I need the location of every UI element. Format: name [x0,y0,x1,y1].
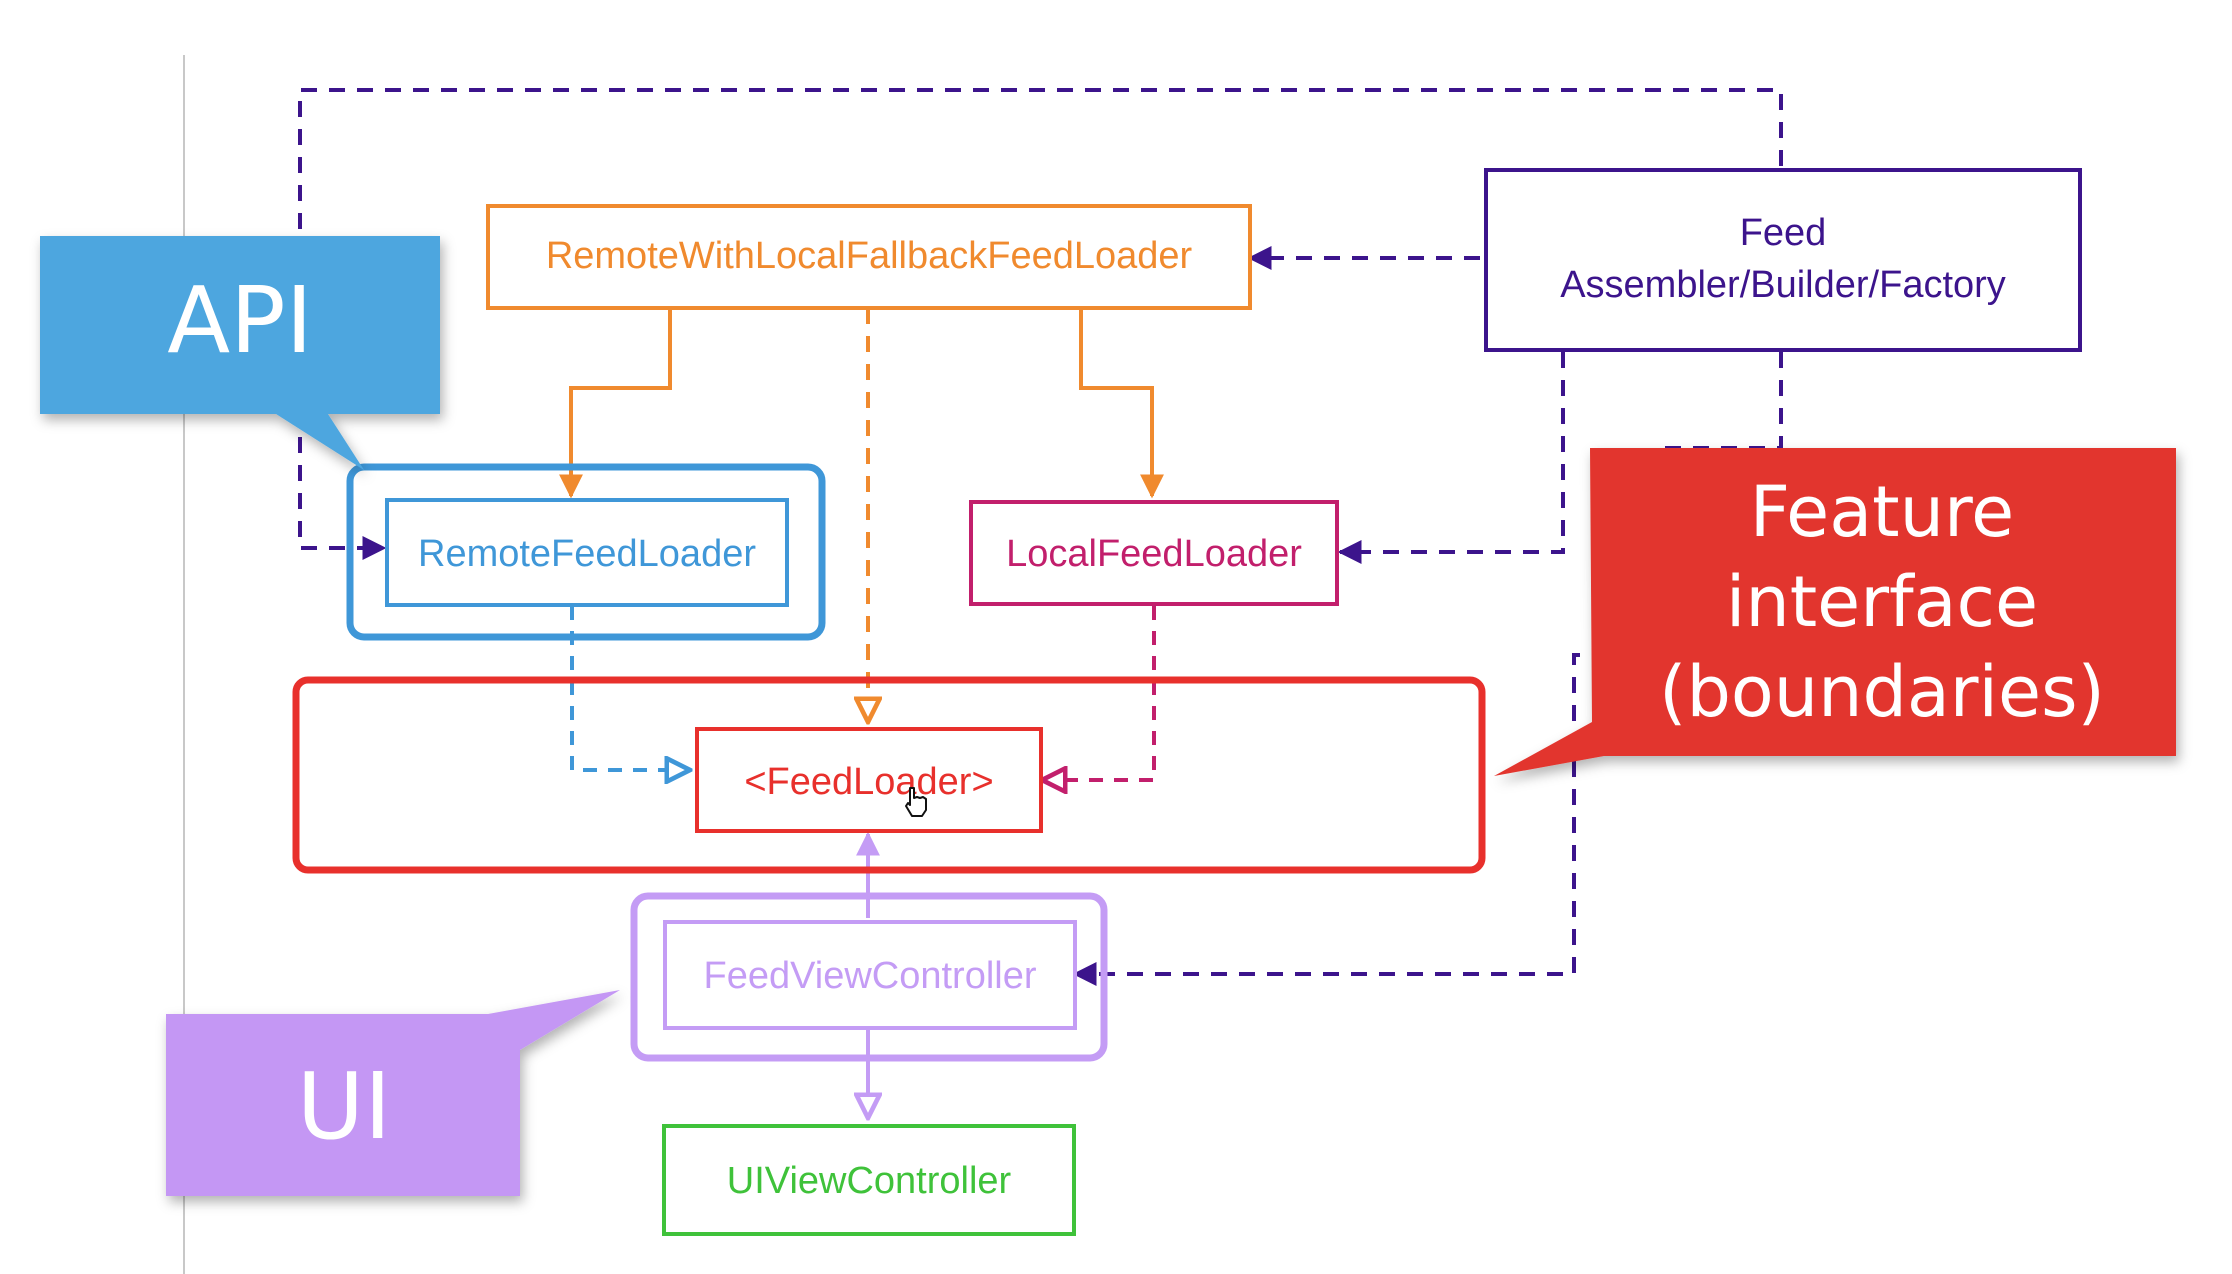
local-implements-feed-loader-arrow [1042,606,1156,780]
feed-view-controller-label: FeedViewController [703,955,1036,997]
feed-factory-label-line1: Feed [1740,212,1827,254]
fallback-to-local-arrow [1079,308,1164,499]
feature-callout-line3: (boundaries) [1659,651,2105,733]
local-feed-loader-node[interactable]: LocalFeedLoader [969,500,1339,606]
feature-callout-line2: interface [1726,561,2038,643]
feature-boundary-box [292,676,1486,874]
feed-factory-label-line2: Assembler/Builder/Factory [1560,264,2006,306]
remote-feed-loader-node[interactable]: RemoteFeedLoader [385,498,789,607]
remote-implements-feed-loader-arrow [570,606,690,770]
feed-view-controller-node[interactable]: FeedViewController [663,920,1077,1030]
fallback-connectors [559,308,1164,722]
remote-feed-loader-label: RemoteFeedLoader [418,533,756,575]
feed-factory-node[interactable]: Feed Assembler/Builder/Factory [1484,168,2082,352]
feature-callout-line1: Feature [1750,471,2015,553]
factory-to-local-feed-loader-arrow [1337,352,1565,564]
api-callout-label: API [167,267,313,374]
api-callout: API [40,236,440,470]
api-module-box [346,463,826,641]
feature-interface-callout: Feature interface (boundaries) [1494,448,2176,776]
ui-callout: UI [166,990,620,1196]
ui-view-controller-node[interactable]: UIViewController [662,1124,1076,1236]
ui-view-controller-label: UIViewController [727,1160,1012,1202]
feed-loader-protocol-node[interactable]: <FeedLoader> [695,727,1043,833]
feed-loader-protocol-label: <FeedLoader> [744,761,993,803]
remote-with-local-fallback-node[interactable]: RemoteWithLocalFallbackFeedLoader [486,204,1252,310]
local-feed-loader-label: LocalFeedLoader [1006,533,1302,575]
fallback-to-remote-arrow [559,308,672,499]
remote-with-local-fallback-label: RemoteWithLocalFallbackFeedLoader [546,235,1193,277]
ui-callout-label: UI [297,1053,391,1160]
ui-module-box [630,892,1108,1062]
hand-pointer-icon [905,787,927,817]
